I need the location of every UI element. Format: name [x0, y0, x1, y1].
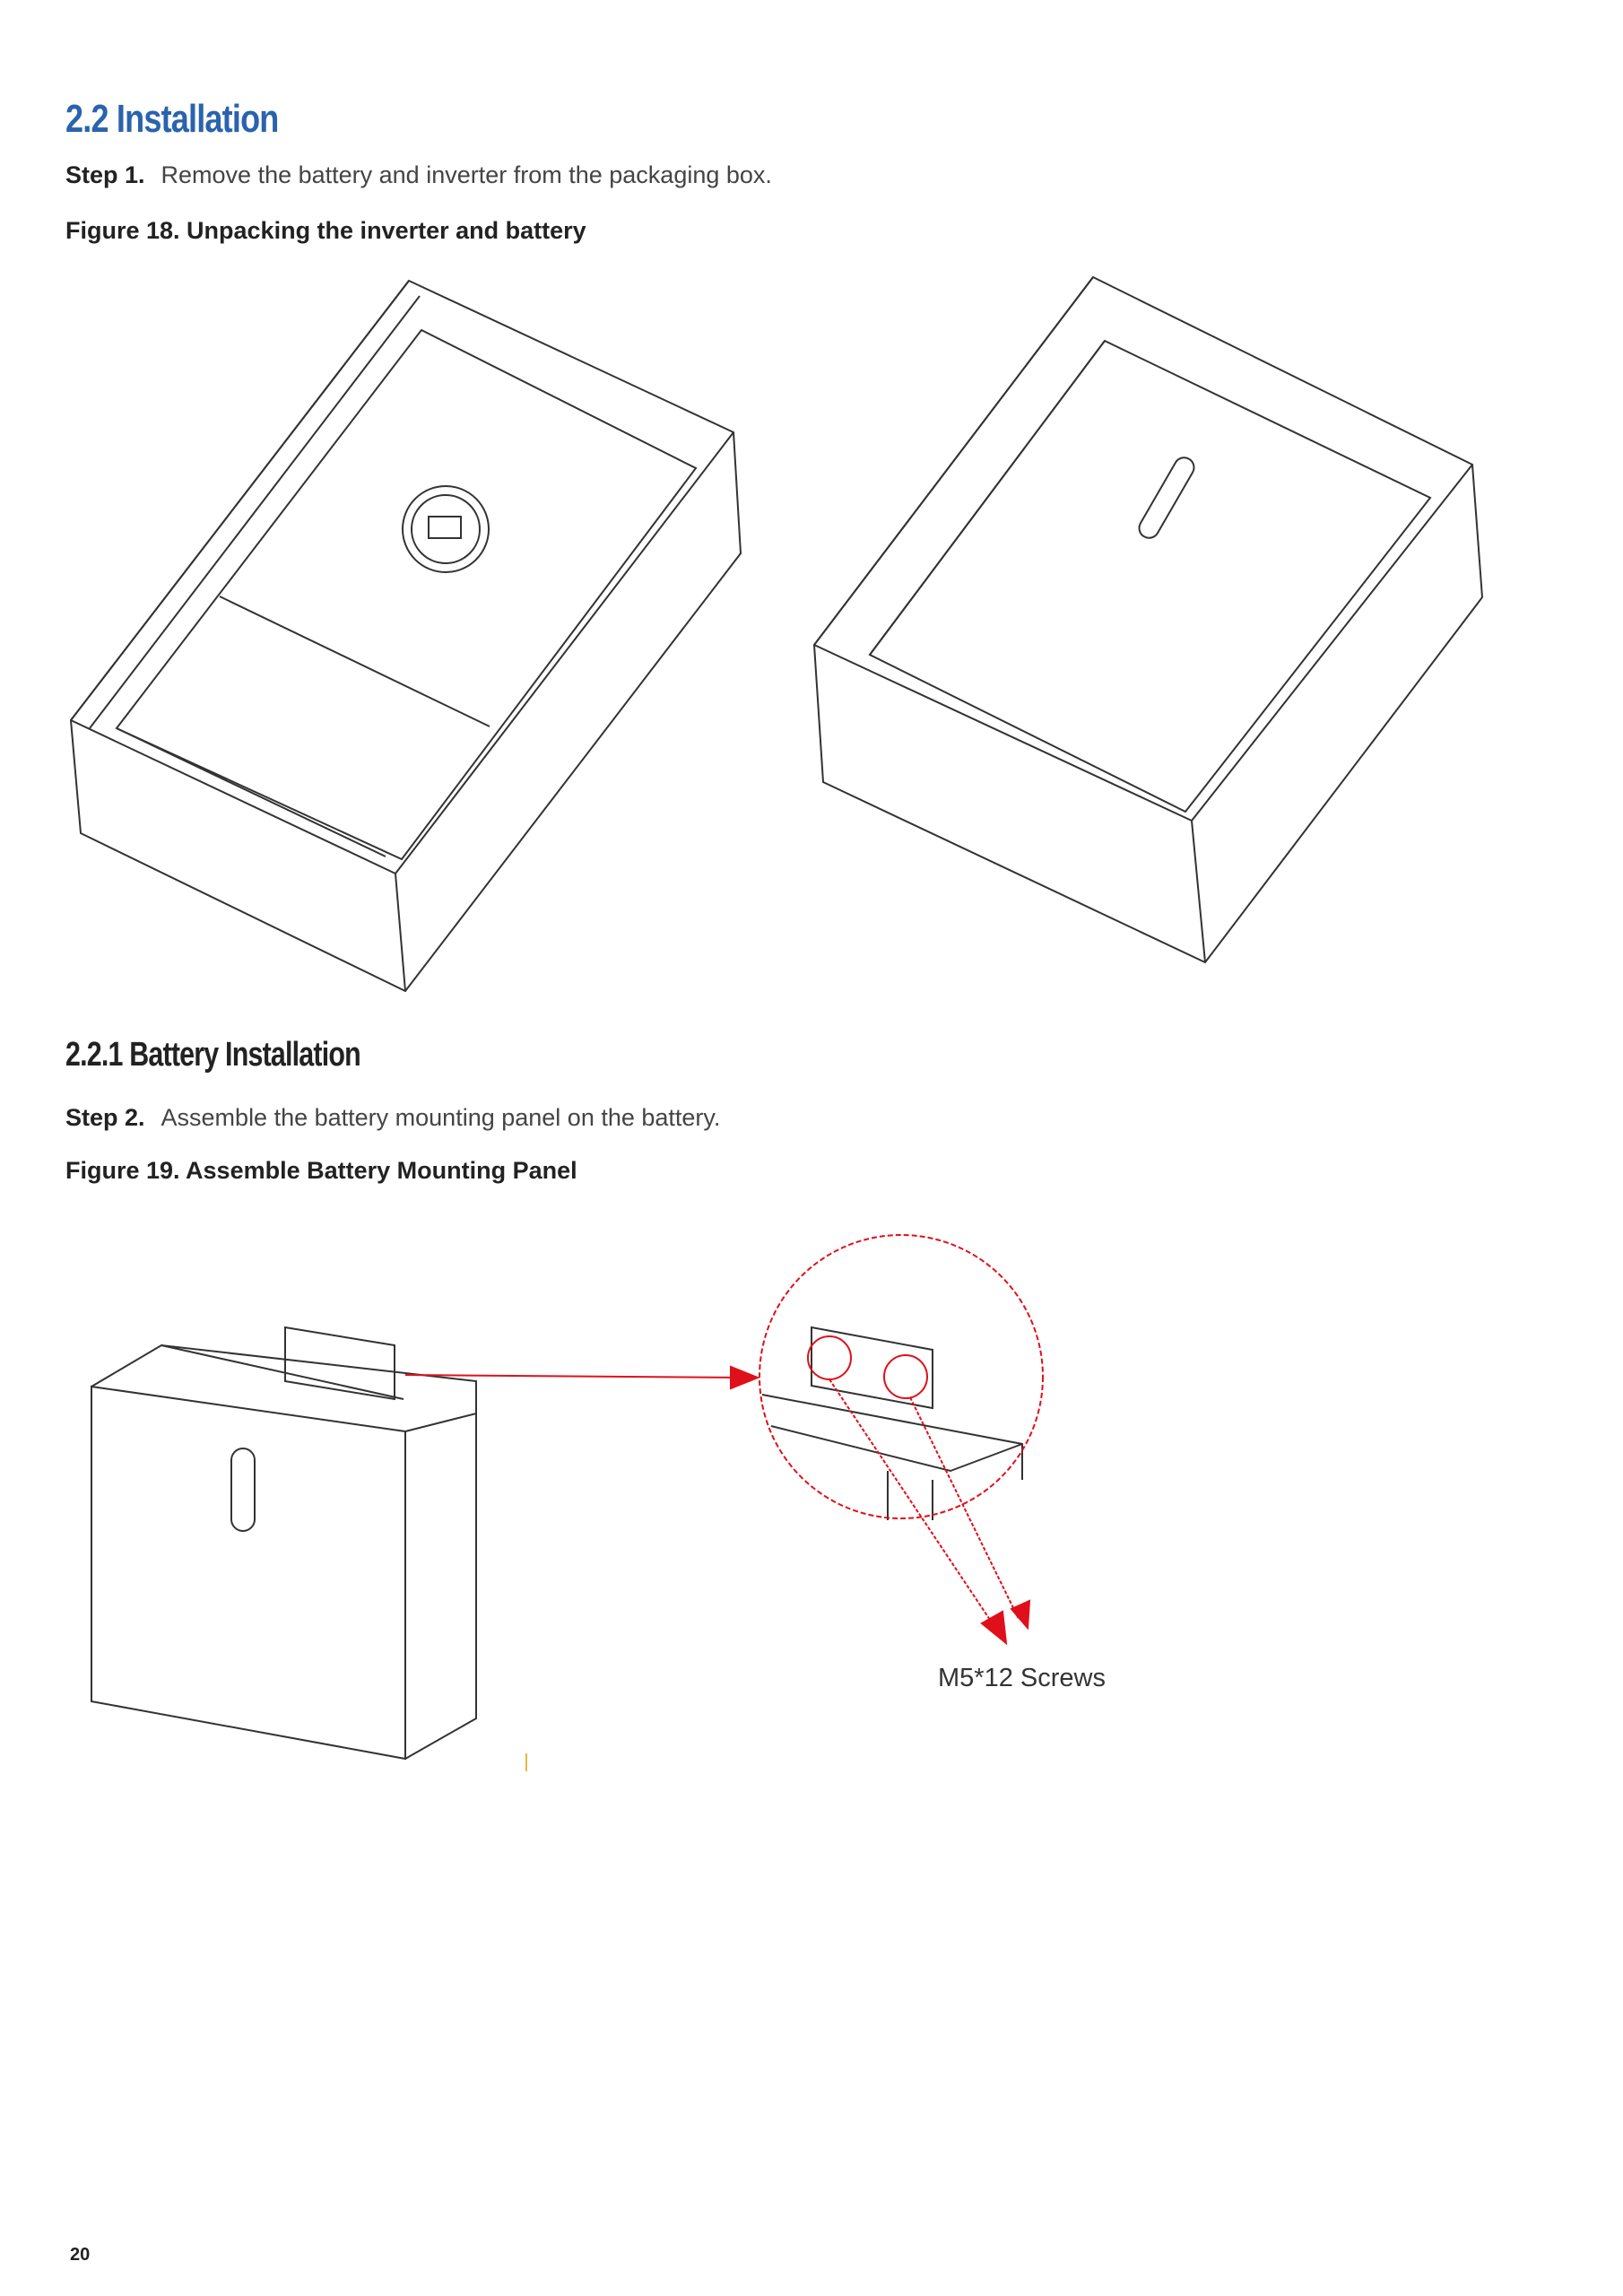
- zoom-circle: [759, 1234, 1044, 1519]
- step-1: Step 1. Remove the battery and inverter f…: [65, 161, 772, 189]
- step-1-text: Remove the battery and inverter from the…: [161, 161, 772, 188]
- step-2-label: Step 2.: [65, 1104, 145, 1131]
- subsection-title: 2.2.1 Battery Installation: [65, 1036, 361, 1074]
- section-title: 2.2 Installation: [65, 97, 279, 141]
- step-2-text: Assemble the battery mounting panel on t…: [161, 1104, 721, 1131]
- figure-19-zoom-detail: [761, 1326, 1023, 1520]
- page-number: 20: [70, 2245, 91, 2265]
- step-1-label: Step 1.: [65, 161, 145, 188]
- screw-highlight: [807, 1335, 852, 1380]
- screw-highlight: [883, 1354, 928, 1399]
- figure-19-callouts: [404, 1234, 1044, 1646]
- figure-19-battery: [91, 1326, 477, 1761]
- step-2: Step 2. Assemble the battery mounting pan…: [65, 1104, 720, 1132]
- figure-18-inverter-box: [69, 279, 742, 993]
- figure-18-caption: Figure 18. Unpacking the inverter and ba…: [65, 217, 586, 244]
- figure-19-caption: Figure 19. Assemble Battery Mounting Pan…: [65, 1157, 577, 1184]
- figure-18-battery-box: [812, 275, 1484, 964]
- zoom-arrow: [404, 1374, 745, 1378]
- screws-label: M5*12 Screws: [938, 1664, 1106, 1692]
